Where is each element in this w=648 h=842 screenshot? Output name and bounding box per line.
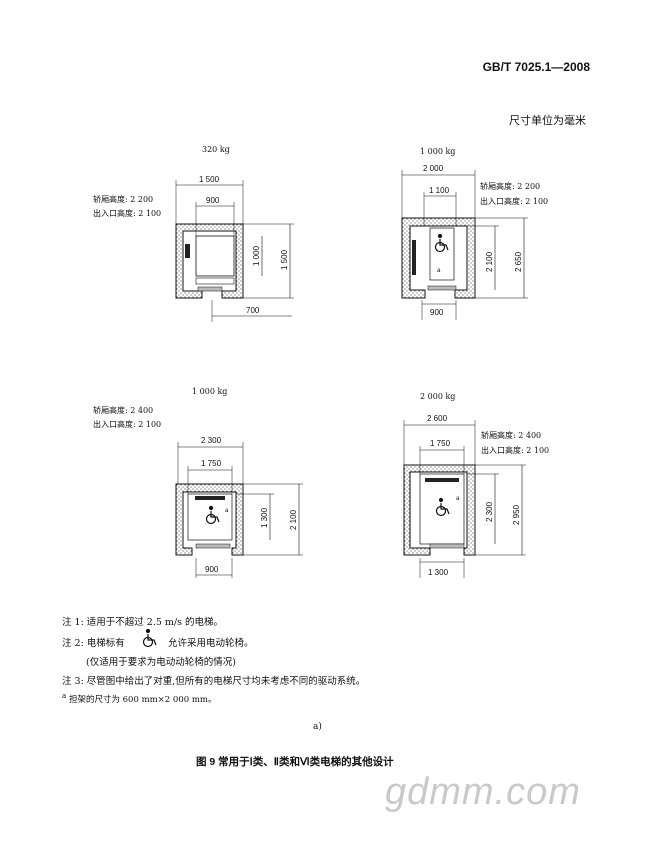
d4-dim-top-outer: 2 600: [427, 414, 448, 423]
d4-capacity: 2 000 kg: [420, 392, 456, 401]
d4-dim-right-outer: 2 950: [512, 504, 521, 525]
footnote-marker: a: [62, 691, 67, 700]
d1-elevator-plan: [175, 180, 294, 322]
d4-dim-right-inner: 2 300: [485, 501, 494, 522]
d3-dim-right-inner: 1 300: [260, 507, 269, 528]
d3-marker: a: [225, 508, 229, 514]
d3-elevator-plan: [175, 442, 303, 578]
d2-car-height: 轿厢高度: 2 200: [480, 182, 541, 191]
d1-dim-top-outer: 1 500: [199, 175, 220, 184]
d4-dim-bottom: 1 300: [428, 568, 449, 577]
d2-marker: a: [437, 268, 441, 274]
footnote: a 担架的尺寸为 600 mm×2 000 mm。: [62, 691, 217, 705]
figure-caption: 图 9 常用于Ⅰ类、Ⅱ类和Ⅵ类电梯的其他设计: [196, 756, 394, 768]
d1-dim-top-inner: 900: [206, 196, 220, 205]
d1-car-height: 轿厢高度: 2 200: [93, 195, 154, 204]
d1-entrance-height: 出入口高度: 2 100: [93, 209, 162, 218]
note-2b: 允许采用电动轮椅。: [168, 638, 254, 649]
wheelchair-icon: [205, 233, 450, 525]
d2-dim-left: 2 100: [485, 251, 494, 272]
d1-capacity: 320 kg: [202, 145, 230, 154]
d2-dim-top-outer: 2 000: [423, 164, 444, 173]
d4-car-height: 轿厢高度: 2 400: [481, 431, 542, 440]
watermark: gdmm.com: [385, 771, 581, 813]
unit-note: 尺寸单位为毫米: [509, 114, 586, 127]
note-2: 注 2: 电梯标有: [62, 638, 125, 649]
d1-dim-bottom: 700: [246, 306, 260, 315]
d4-dim-top-inner: 1 750: [430, 439, 451, 448]
d3-dim-bottom: 900: [205, 565, 219, 574]
d4-marker: a: [456, 496, 460, 502]
d2-capacity: 1 000 kg: [420, 147, 456, 156]
d2-entrance-height: 出入口高度: 2 100: [480, 197, 549, 206]
d1-dim-right-outer: 1 500: [280, 249, 289, 270]
d3-dim-top-inner: 1 750: [201, 459, 222, 468]
d4-entrance-height: 出入口高度: 2 100: [481, 446, 550, 455]
d1-dim-right-inner: 1 000: [252, 245, 261, 266]
d2-dim-top-inner: 1 100: [429, 186, 450, 195]
d3-capacity: 1 000 kg: [192, 387, 228, 396]
d3-dim-top-outer: 2 300: [201, 436, 222, 445]
d3-entrance-height: 出入口高度: 2 100: [93, 420, 162, 429]
note-3: 注 3: 尽管图中给出了对重,但所有的电梯尺寸均未考虑不同的驱动系统。: [62, 676, 366, 687]
note-1: 注 1: 适用于不超过 2.5 m/s 的电梯。: [62, 617, 224, 628]
wheelchair-icon: [142, 628, 157, 648]
note-2-sub: (仅适用于要求为电动动轮椅的情况): [86, 657, 236, 668]
d2-dim-right: 2 650: [514, 251, 523, 272]
d4-elevator-plan: [403, 420, 526, 578]
standard-number: GB/T 7025.1—2008: [482, 60, 590, 74]
d2-dim-bottom: 900: [430, 308, 444, 317]
figure-sublabel: a): [313, 722, 322, 732]
d3-car-height: 轿厢高度: 2 400: [93, 406, 154, 415]
d2-elevator-plan: [401, 170, 528, 320]
d3-dim-right-outer: 2 100: [289, 509, 298, 530]
